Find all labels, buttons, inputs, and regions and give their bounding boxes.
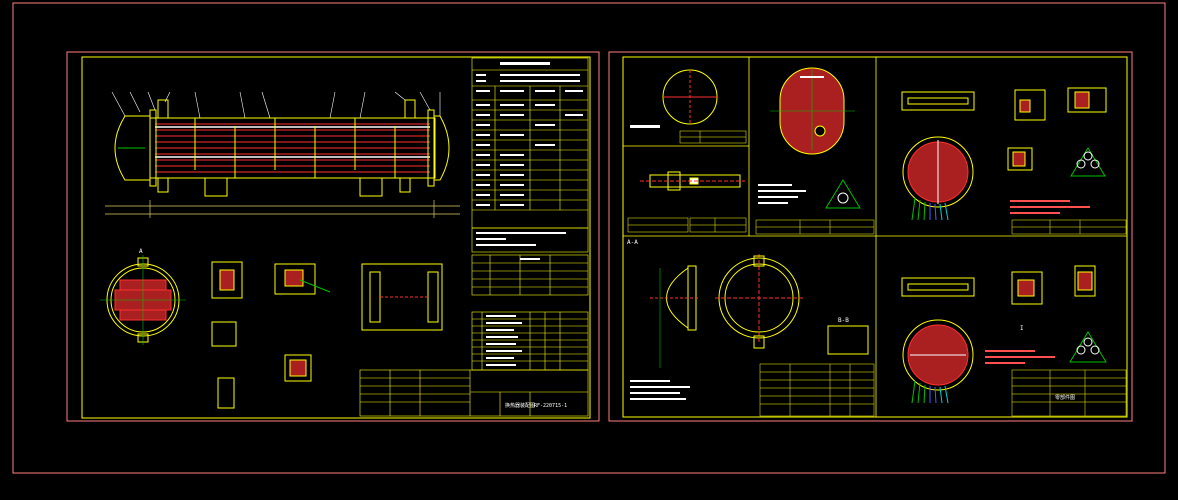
section-aa-label: A-A (627, 239, 638, 246)
nozzle-bottom-left (157, 177, 169, 193)
sheet-1-drawing-code: RF-220715-1 (534, 403, 567, 409)
exchanger-elevation-view (105, 91, 460, 218)
tube-sheet-detail-panel (901, 87, 1127, 235)
nozzle-bottom-right (399, 177, 411, 193)
svg-text:A: A (139, 248, 143, 255)
tube-bundle (155, 123, 430, 173)
second-tube-sheet-panel: I 零部件图 (901, 265, 1127, 417)
section-bb-label: B-B (838, 317, 849, 324)
shaft-part-view (627, 171, 747, 233)
sheet-1-inner-frame (81, 56, 591, 419)
parts-list-table (471, 311, 589, 371)
tube-sheet-plan-view (630, 69, 747, 144)
nozzle-top-right (404, 99, 416, 119)
detail-i-label: I (1020, 325, 1024, 332)
parts-list-text-marks (486, 315, 522, 366)
technical-specification-table (471, 57, 589, 296)
baffle-plate-view (755, 67, 875, 235)
sheet-2-drawing-name: 零部件图 (1055, 394, 1075, 401)
sheet-1-assembly: A (66, 51, 600, 422)
sheet-1-border (66, 51, 600, 422)
saddle-left (204, 177, 228, 197)
right-head (434, 115, 450, 181)
sheet-2-border (608, 51, 1133, 422)
nozzle-top-left (157, 99, 169, 119)
outer-frame (12, 2, 1166, 474)
right-tube-sheet (427, 109, 435, 187)
spec-table-text-marks (476, 62, 583, 260)
cross-section-view: A (100, 248, 186, 345)
sheet-1-title-block (359, 369, 589, 417)
sheet-2-parts: A-A B-B (608, 51, 1133, 422)
saddle-right (359, 177, 383, 197)
left-tube-sheet (149, 109, 157, 187)
left-head (114, 115, 150, 181)
detail-views (211, 261, 443, 409)
sheet-1-drawing-name: 换热器装配图 (505, 402, 535, 409)
baffle-plates (194, 118, 396, 178)
sheet-2-inner-frame (622, 56, 1128, 418)
head-and-flange-panel: A-A B-B (627, 239, 875, 417)
